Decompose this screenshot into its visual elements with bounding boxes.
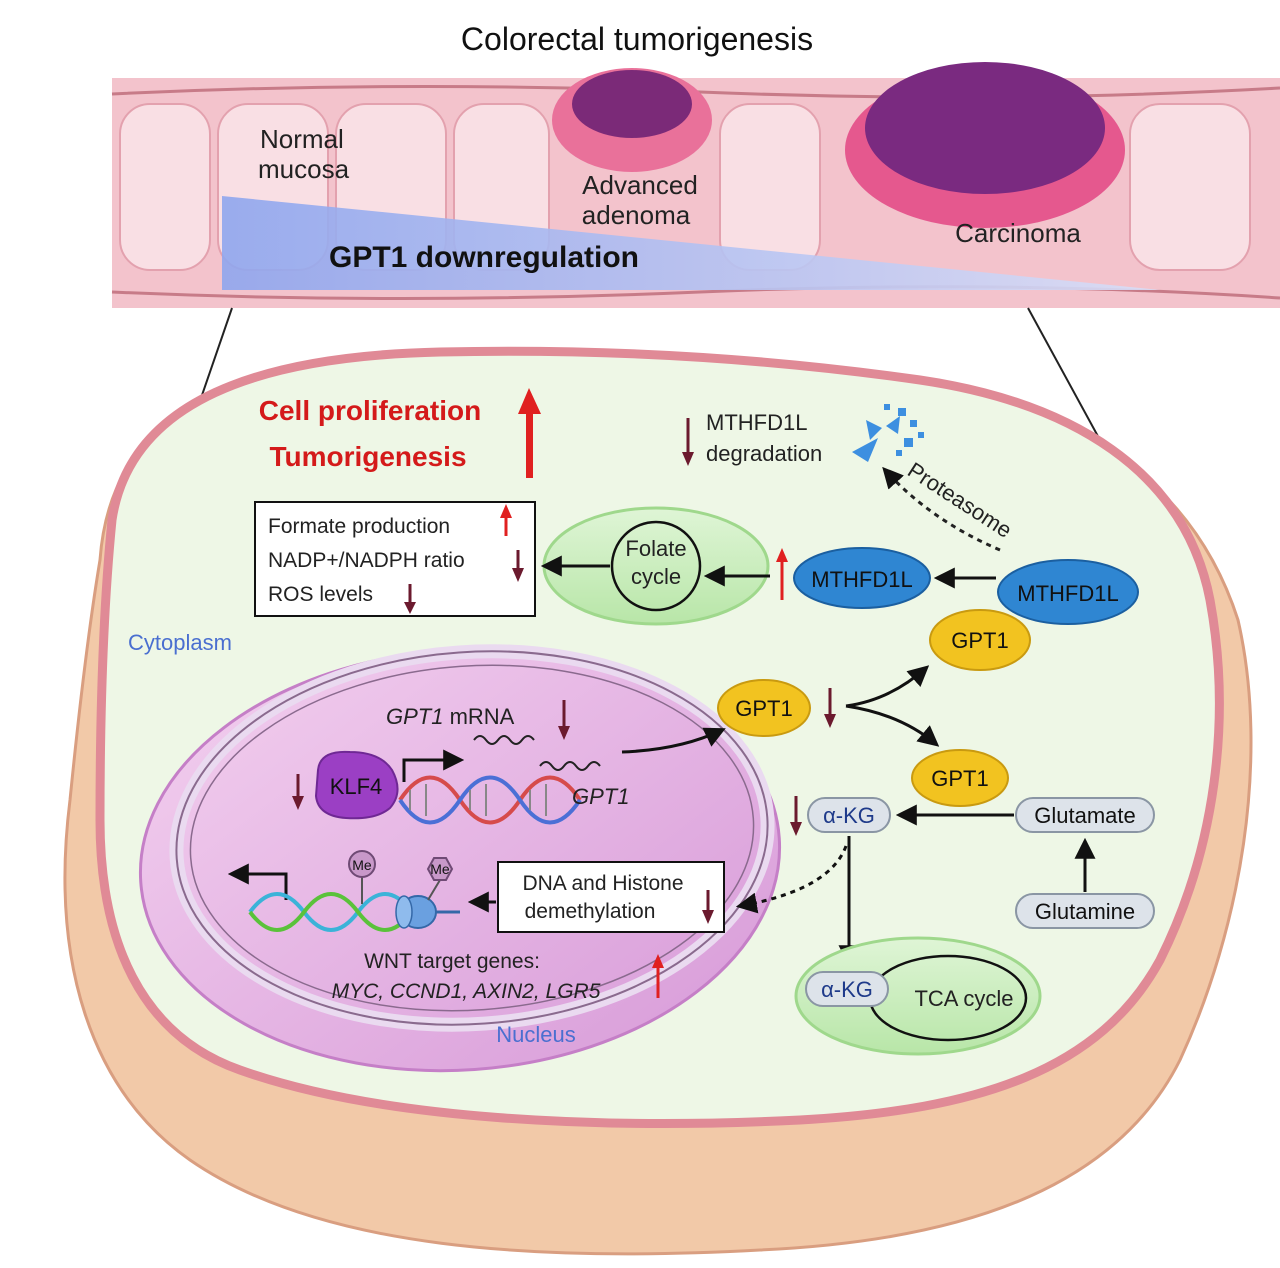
- folate-cycle-mitochondrion: Folate cycle: [542, 506, 770, 626]
- wnt-gene-list: MYC, CCND1, AXIN2, LGR5: [332, 980, 601, 1003]
- gpt1-gradient-wedge: [222, 196, 1160, 290]
- advanced-adenoma-label-2: adenoma: [582, 200, 691, 230]
- nucleus-label: Nucleus: [496, 1022, 575, 1047]
- gpt1-bound: GPT1: [929, 609, 1031, 671]
- advanced-adenoma-label: Advanced: [582, 170, 698, 200]
- methyl-mark-histone: Me: [426, 857, 454, 901]
- mrna-wave-2: [539, 761, 601, 771]
- methylated-dna-helix: [248, 892, 414, 932]
- effects-box: Formate production NADP+/NADPH ratio ROS…: [254, 501, 536, 617]
- ros-levels-label: ROS levels: [268, 583, 373, 606]
- nucleosome-icon: [395, 895, 460, 929]
- proteasome-fragments-icon: [852, 404, 924, 462]
- akg-tca-node: α-KG: [805, 971, 889, 1007]
- methyl-label-2: Me: [430, 861, 450, 877]
- outcome-up-arrow: [518, 388, 541, 478]
- methyl-label-1: Me: [352, 857, 372, 873]
- gpt1-mrna-label: GPT1 mRNA: [386, 704, 515, 729]
- klf4-down-arrow: [292, 774, 304, 810]
- cytoplasm-label: Cytoplasm: [128, 630, 232, 655]
- mthfd1l-degradation-label-2: degradation: [706, 441, 822, 466]
- gpt1-center: GPT1: [717, 679, 811, 737]
- normal-mucosa-label: Normal: [260, 124, 344, 154]
- gpt1-bound-label: GPT1: [951, 628, 1008, 653]
- mrna-export-arrow: [621, 727, 726, 754]
- cycle-label: cycle: [631, 564, 681, 589]
- tumorigenesis-label: Tumorigenesis: [269, 441, 466, 472]
- nucleus: [138, 644, 782, 1073]
- down-arrow-degradation: [682, 418, 694, 466]
- akg-down-arrow: [790, 796, 802, 836]
- nadp-down-arrow: [512, 550, 524, 582]
- klf4-promoter-arrow: [402, 749, 465, 782]
- cell-proliferation-label: Cell proliferation: [259, 395, 481, 426]
- normal-mucosa-label-2: mucosa: [258, 154, 350, 184]
- glutamate-node: Glutamate: [1015, 797, 1155, 833]
- glutamine-label: Glutamine: [1035, 899, 1135, 924]
- proteasome-arrow: [882, 466, 1001, 552]
- mthfd1l-bound: MTHFD1L: [997, 559, 1139, 625]
- ros-down-arrow: [404, 584, 416, 614]
- demethylation-box: DNA and Histone demethylation: [497, 861, 725, 933]
- wnt-up-arrow: [652, 954, 664, 998]
- gpt1-center-label: GPT1: [735, 696, 792, 721]
- gpt1-downregulation-label: GPT1 downregulation: [329, 241, 639, 274]
- mthfd1l-bound-label: MTHFD1L: [1017, 581, 1118, 606]
- mthfd1l-up-arrow: [776, 548, 788, 600]
- tca-cycle-label: TCA cycle: [914, 986, 1013, 1011]
- gpt1-dna-helix: [398, 775, 582, 825]
- gpt1-gene-label: GPT1: [572, 784, 629, 809]
- nadp-ratio-label: NADP+/NADPH ratio: [268, 549, 465, 572]
- glutamine-node: Glutamine: [1015, 893, 1155, 929]
- carcinoma-mass: [865, 62, 1105, 194]
- akg-label: α-KG: [823, 803, 875, 828]
- gpt1-to-lower-arrow: [845, 704, 940, 747]
- demethylation-label-2: demethylation: [525, 900, 656, 923]
- akg-to-demethylation-arrow: [735, 845, 848, 914]
- tca-mitochondrion: TCA cycle: [794, 936, 1042, 1056]
- akg-tca-label: α-KG: [821, 977, 873, 1002]
- akg-node: α-KG: [807, 797, 891, 833]
- gpt1-down-arrow: [824, 688, 836, 728]
- folate-label: Folate: [625, 536, 686, 561]
- klf4-label: KLF4: [330, 774, 383, 799]
- gpt1-to-bound-arrow: [845, 665, 930, 708]
- mrna-down-arrow: [558, 700, 570, 740]
- carcinoma-label: Carcinoma: [955, 218, 1081, 248]
- formate-up-arrow: [500, 504, 512, 536]
- formate-production-label: Formate production: [268, 515, 450, 538]
- zoom-line-right: [1027, 307, 1101, 441]
- gpt1-lower-label: GPT1: [931, 766, 988, 791]
- mthfd1l-degradation-label: MTHFD1L: [706, 410, 807, 435]
- methyl-mark-dna: Me: [348, 850, 376, 904]
- gpt1-lower: GPT1: [911, 749, 1009, 807]
- adenoma-mass: [572, 70, 692, 138]
- diagram-title: Colorectal tumorigenesis: [461, 21, 813, 57]
- wnt-target-genes-label: WNT target genes:: [364, 950, 540, 973]
- mrna-wave-1: [473, 735, 535, 745]
- demethylation-down-arrow: [702, 890, 714, 924]
- colon-strip: Normal mucosa Advanced adenoma Carcinoma…: [111, 62, 1280, 308]
- mthfd1l-free: MTHFD1L: [793, 547, 931, 609]
- demethylation-label-1: DNA and Histone: [522, 872, 683, 895]
- wnt-transcription-arrow: [227, 863, 288, 900]
- mthfd1l-free-label: MTHFD1L: [811, 567, 912, 592]
- klf4-protein: KLF4: [314, 750, 399, 820]
- glutamate-label: Glutamate: [1034, 803, 1136, 828]
